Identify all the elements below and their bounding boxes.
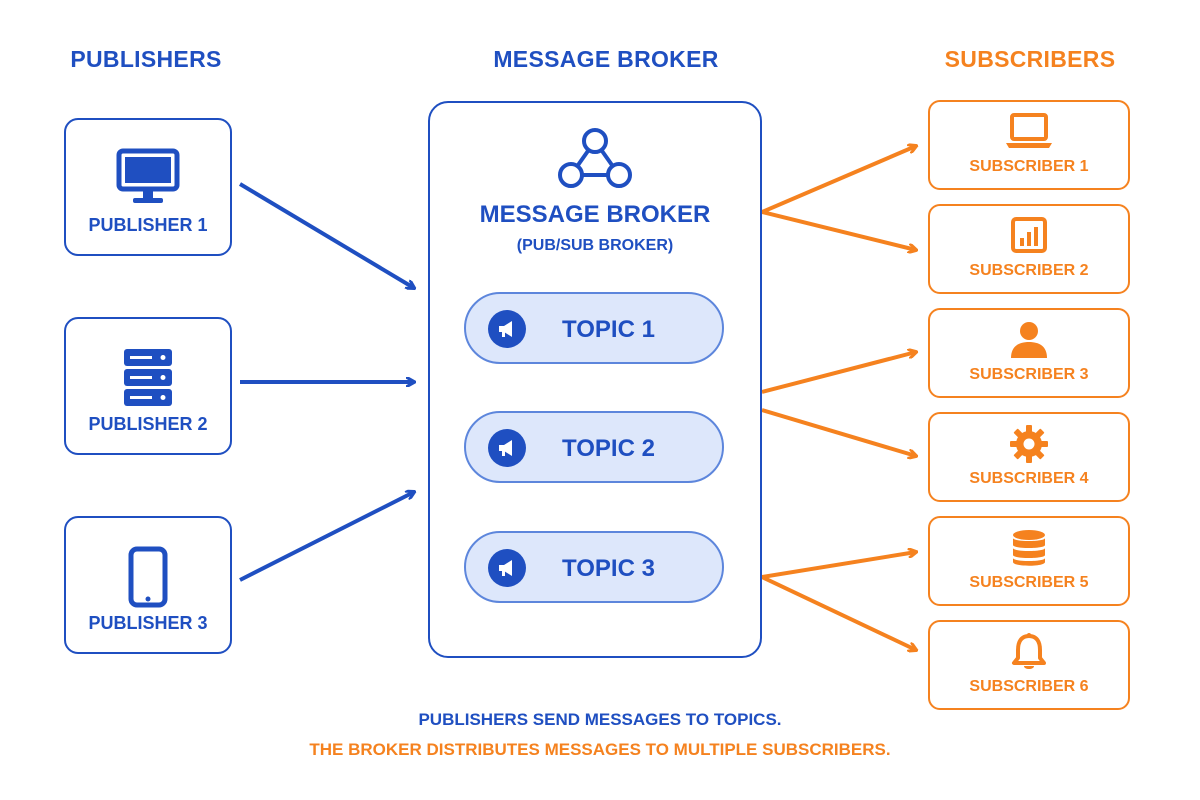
broker-subtitle: (PUB/SUB BROKER) <box>516 237 674 254</box>
arrow-broker-to-subscriber-1 <box>761 146 916 214</box>
subscriber-1-node: SUBSCRIBER 1 <box>928 100 1130 190</box>
subscriber-2-label: SUBSCRIBER 2 <box>969 262 1089 279</box>
arrow-broker-to-subscriber-2 <box>761 210 916 250</box>
arrow-broker-to-subscriber-3 <box>761 352 916 394</box>
topic-2-label: TOPIC 2 <box>562 435 655 462</box>
broker-title: MESSAGE BROKER <box>479 201 711 228</box>
arrow-broker-to-subscriber-5 <box>761 552 916 579</box>
subscriber-6-label: SUBSCRIBER 6 <box>969 678 1089 695</box>
server-rack-icon <box>124 349 172 406</box>
topic-3-label: TOPIC 3 <box>562 555 655 582</box>
subscriber-6-node: SUBSCRIBER 6 <box>928 620 1130 710</box>
bell-icon <box>1012 633 1046 669</box>
topic-2: TOPIC 2 <box>464 411 724 483</box>
megaphone-icon <box>499 440 512 456</box>
topic-3: TOPIC 3 <box>464 531 724 603</box>
megaphone-icon <box>499 560 512 576</box>
desktop-monitor-icon <box>116 148 180 203</box>
message-broker-node: MESSAGE BROKER (PUB/SUB BROKER) TOPIC 1 … <box>428 101 762 658</box>
publishers-heading: PUBLISHERS <box>70 46 222 72</box>
publisher-1-label: PUBLISHER 1 <box>88 215 208 235</box>
network-nodes-icon <box>558 128 632 188</box>
footer-caption-line-1: PUBLISHERS SEND MESSAGES TO TOPICS. <box>418 710 782 729</box>
subscriber-2-node: SUBSCRIBER 2 <box>928 204 1130 294</box>
subscribers-heading: SUBSCRIBERS <box>944 46 1116 72</box>
subscriber-1-label: SUBSCRIBER 1 <box>969 158 1089 175</box>
user-icon <box>1011 322 1047 358</box>
database-icon <box>1013 530 1045 566</box>
subscriber-5-label: SUBSCRIBER 5 <box>969 574 1089 591</box>
subscriber-5-node: SUBSCRIBER 5 <box>928 516 1130 606</box>
publisher-2-label: PUBLISHER 2 <box>88 414 208 434</box>
laptop-icon <box>1006 113 1052 148</box>
subscriber-4-label: SUBSCRIBER 4 <box>969 470 1089 487</box>
footer-caption-line-2: THE BROKER DISTRIBUTES MESSAGES TO MULTI… <box>309 740 891 759</box>
gear-icon <box>1010 425 1048 463</box>
mobile-phone-icon <box>128 546 168 608</box>
publisher-2-node: PUBLISHER 2 <box>64 317 232 455</box>
megaphone-icon <box>499 321 512 337</box>
broker-heading: MESSAGE BROKER <box>493 46 719 72</box>
subscriber-4-node: SUBSCRIBER 4 <box>928 412 1130 502</box>
publisher-1-node: PUBLISHER 1 <box>64 118 232 256</box>
arrow-broker-to-subscriber-4 <box>761 408 916 456</box>
topic-1-label: TOPIC 1 <box>562 316 655 343</box>
subscriber-3-label: SUBSCRIBER 3 <box>969 366 1089 383</box>
arrow-publisher-3-to-broker <box>239 492 414 582</box>
bar-chart-icon <box>1011 217 1047 253</box>
subscriber-3-node: SUBSCRIBER 3 <box>928 308 1130 398</box>
publisher-3-node: PUBLISHER 3 <box>64 516 232 654</box>
publisher-3-label: PUBLISHER 3 <box>88 613 208 633</box>
arrow-broker-to-subscriber-6 <box>761 575 916 650</box>
topic-1: TOPIC 1 <box>464 292 724 364</box>
arrow-publisher-1-to-broker <box>238 182 414 288</box>
